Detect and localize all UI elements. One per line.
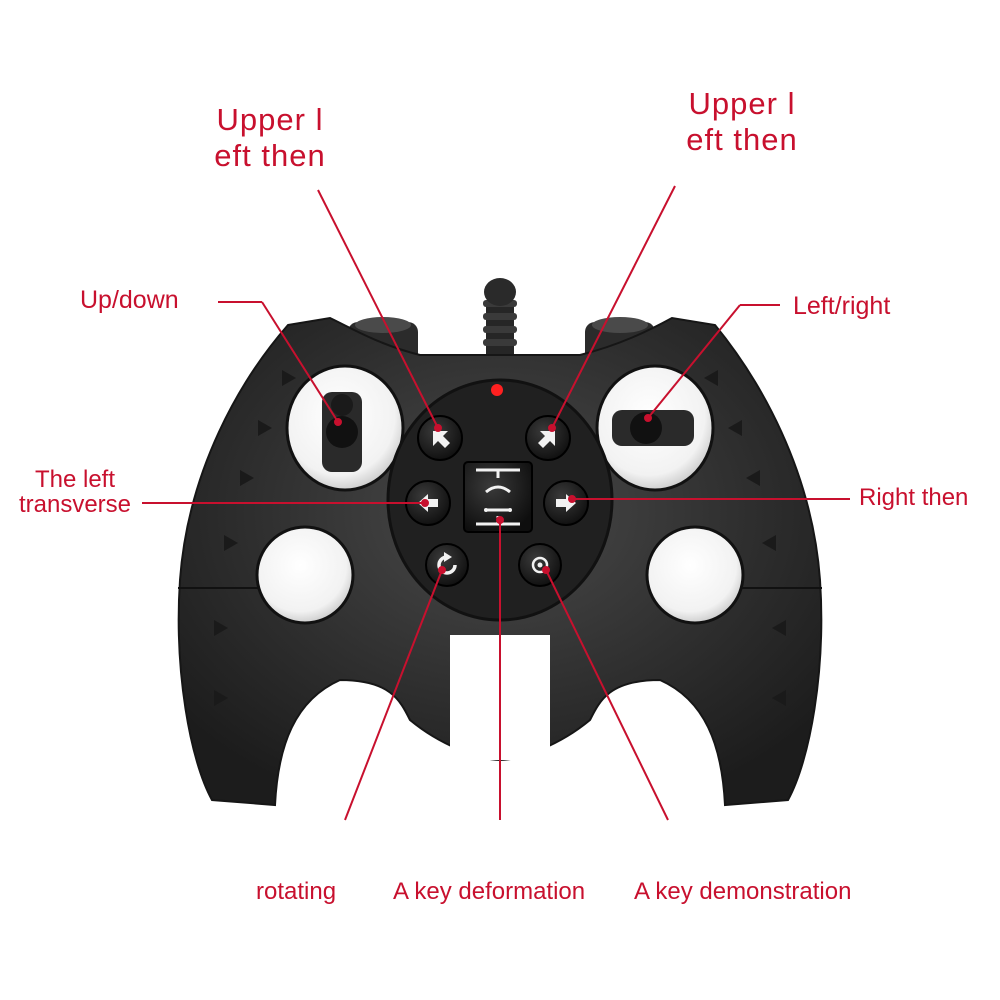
label-left-transverse-line2: transverse (18, 491, 132, 519)
arrow-up-left-icon (433, 431, 450, 448)
button-rotate[interactable] (425, 543, 469, 587)
label-left-right: Left/right (793, 292, 891, 320)
label-upper-left: Upper l eft then (190, 102, 350, 173)
label-upper-left-line2: eft then (214, 137, 326, 173)
power-led (491, 384, 503, 396)
arrow-up-right-icon (538, 431, 555, 448)
label-left-transverse: The left transverse (6, 466, 144, 519)
button-deformation[interactable] (463, 461, 533, 533)
side-ridges (214, 370, 786, 706)
demo-icon (531, 556, 549, 574)
antenna (483, 278, 517, 360)
joystick-right[interactable] (595, 364, 715, 492)
label-right-then: Right then (859, 484, 969, 511)
button-demonstration[interactable] (518, 543, 562, 587)
label-upper-right-line1: Upper l (688, 86, 796, 121)
label-key-deformation: A key deformation (393, 878, 586, 905)
joystick-left[interactable] (285, 364, 405, 492)
label-left-transverse-line1: The left (34, 466, 116, 493)
label-up-down: Up/down (80, 286, 179, 314)
label-upper-right-line2: eft then (686, 121, 798, 157)
label-key-demonstration: A key demonstration (634, 878, 852, 905)
button-upper-right[interactable] (525, 415, 571, 461)
grip-hole-right (645, 525, 745, 625)
label-upper-left-line1: Upper l (216, 102, 324, 137)
button-right[interactable] (543, 480, 589, 526)
label-rotating: rotating (256, 878, 337, 905)
grip-hole-left (255, 525, 355, 625)
button-upper-left[interactable] (417, 415, 463, 461)
callout-lines (142, 185, 850, 821)
label-upper-right: Upper l eft then (662, 86, 822, 157)
